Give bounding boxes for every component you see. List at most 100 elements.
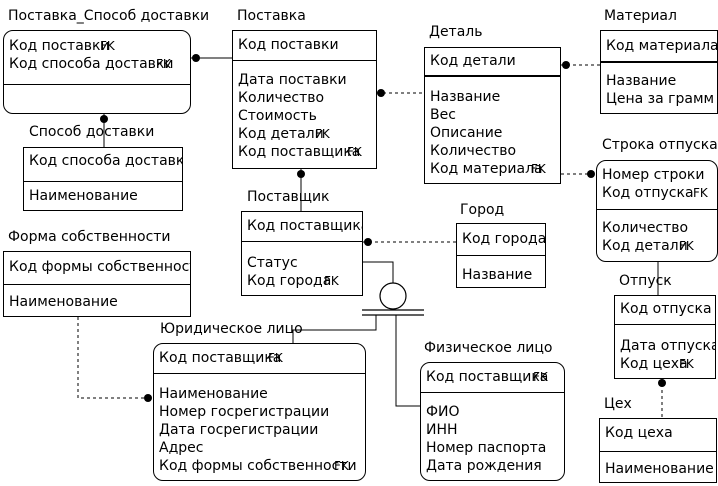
attr-section: Наименование	[4, 286, 190, 316]
fk-marker: FK	[268, 351, 283, 365]
entity-urlico[interactable]: Код поставщика FK Наименование Номер гос…	[153, 343, 366, 481]
key-attr: Код способа доставки	[29, 153, 182, 169]
attr-section: Наименование	[24, 183, 182, 210]
rel-dot-detal-stroka	[587, 170, 595, 178]
entity-title-urlico: Юридическое лицо	[160, 321, 303, 337]
attr-section: ФИО ИНН Номер паспорта Дата рождения	[421, 394, 564, 480]
attr: Дата рождения	[426, 458, 542, 474]
key-attr: Код поставки	[238, 37, 339, 53]
key-attr: Код детали	[430, 53, 516, 69]
key-section: Код цеха	[600, 419, 716, 452]
fk-marker: FK	[347, 145, 362, 159]
key-section: Код способа доставки	[24, 148, 182, 182]
attr: Код материала	[430, 161, 543, 177]
entity-material[interactable]: Код материала Название Цена за грамм	[600, 30, 718, 114]
attr: Код детали	[602, 238, 688, 254]
entity-postavka[interactable]: Код поставки Дата поставки Количество Ст…	[232, 30, 377, 169]
attr-section: Наименование Номер госрегистрации Дата г…	[154, 375, 365, 480]
attr: Код поставщика	[238, 144, 361, 160]
key-section: Код детали	[425, 48, 560, 77]
fk-marker: FK	[531, 162, 546, 176]
attr: Номер паспорта	[426, 440, 547, 456]
rel-dot-forma-urlico	[144, 394, 152, 402]
attr: Количество	[602, 220, 689, 236]
entity-gorod[interactable]: Код города Название	[456, 223, 546, 288]
entity-title-sposob: Способ доставки	[29, 124, 155, 140]
key-section: Код отпуска	[615, 296, 715, 325]
attr: ФИО	[426, 404, 460, 420]
key-attr: Номер строки	[602, 167, 705, 183]
entity-stroka[interactable]: Номер строки Код отпуска FK Количество К…	[596, 160, 718, 262]
entity-forma[interactable]: Код формы собственности Наименование	[3, 251, 191, 317]
entity-detal[interactable]: Код детали Название Вес Описание Количес…	[424, 47, 561, 184]
entity-sposob[interactable]: Код способа доставки Наименование	[23, 147, 183, 211]
entity-otpusk[interactable]: Код отпуска Дата отпуска Код цеха FK	[614, 295, 716, 379]
attr-section: Название	[457, 257, 545, 287]
entity-title-postavka-sposob: Поставка_Способ доставки	[8, 8, 210, 24]
attr: Номер госрегистрации	[159, 404, 330, 420]
key-section: Номер строки Код отпуска FK	[597, 161, 717, 210]
key-attr: Код поставщика	[247, 218, 362, 234]
attr: Количество	[238, 90, 325, 106]
key-attr: Код отпуска	[602, 185, 694, 201]
rel-dot-sposob	[100, 115, 108, 123]
key-section: Код поставки FK Код способа доставки FK	[4, 31, 190, 85]
entity-title-fizlico: Физическое лицо	[424, 340, 553, 356]
key-section: Код поставщика FK	[421, 363, 564, 393]
entity-title-postavshik: Поставщик	[247, 189, 330, 205]
attr: Статус	[247, 255, 298, 271]
attr: Стоимость	[238, 108, 317, 124]
attr-section: Название Цена за грамм	[601, 65, 717, 113]
attr: Вес	[430, 107, 456, 123]
attr: Дата отпуска	[620, 338, 715, 354]
key-section: Код города	[457, 224, 545, 256]
entity-title-otpusk: Отпуск	[619, 273, 672, 289]
entity-title-postavka: Поставка	[237, 8, 306, 24]
attr: Описание	[430, 125, 503, 141]
fk-marker: FK	[679, 357, 694, 371]
entity-postavshik[interactable]: Код поставщика Статус Код города FK	[241, 211, 363, 296]
attr: Название	[606, 73, 677, 89]
key-section: Код поставки	[233, 31, 376, 61]
key-attr: Код материала	[606, 38, 717, 54]
key-attr: Код поставщика	[426, 369, 549, 385]
attr-section: Название Вес Описание Количество Код мат…	[425, 79, 560, 183]
rel-dot-gorod-postavshik	[364, 238, 372, 246]
attr: Количество	[430, 143, 517, 159]
attr: ИНН	[426, 422, 458, 438]
rel-dot-postavka-detal	[377, 89, 385, 97]
entity-postavka-sposob[interactable]: Код поставки FK Код способа доставки FK	[3, 30, 191, 114]
attr: Дата госрегистрации	[159, 422, 319, 438]
key-section: Код материала	[601, 31, 717, 63]
key-attr: Код поставщика	[159, 350, 282, 366]
rel-dot-postavka-sposob	[192, 54, 200, 62]
attr: Наименование	[159, 386, 268, 402]
attr: Адрес	[159, 440, 204, 456]
attr: Код цеха	[620, 356, 688, 372]
category-symbol	[379, 282, 407, 310]
attr: Код города	[247, 273, 332, 289]
attr-section: Количество Код детали FK	[597, 211, 717, 261]
rel-line-postavshik-category	[363, 261, 394, 283]
attr: Код детали	[238, 126, 324, 142]
rel-dot-detal-material	[562, 61, 570, 69]
rel-line-forma-urlico	[77, 317, 153, 399]
key-section: Код поставщика	[242, 212, 362, 242]
key-attr: Код цеха	[605, 425, 673, 441]
rel-dot-postavshik-postavka	[297, 170, 305, 178]
key-attr: Код способа доставки	[9, 56, 174, 72]
fk-marker: FK	[533, 370, 548, 384]
entity-fizlico[interactable]: Код поставщика FK ФИО ИНН Номер паспорта…	[420, 362, 565, 481]
key-section: Код формы собственности	[4, 252, 190, 285]
key-section: Код поставщика FK	[154, 344, 365, 374]
entity-title-gorod: Город	[460, 202, 505, 218]
attr: Дата поставки	[238, 72, 347, 88]
key-attr: Код поставки	[9, 38, 110, 54]
attr: Наименование	[29, 188, 138, 204]
fk-marker: FK	[334, 459, 349, 473]
entity-ceh[interactable]: Код цеха Наименование	[599, 418, 717, 483]
attr: Наименование	[9, 294, 118, 310]
fk-marker: FK	[679, 239, 694, 253]
entity-title-forma: Форма собственности	[8, 229, 171, 245]
entity-title-ceh: Цех	[604, 396, 632, 412]
